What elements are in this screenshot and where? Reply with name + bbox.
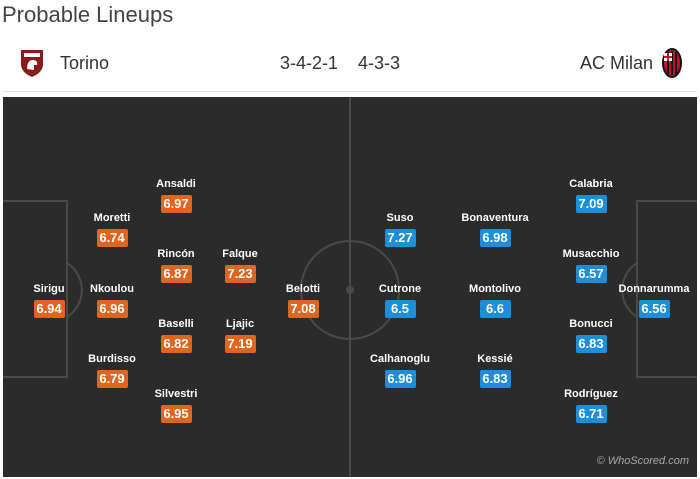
player-rating: 6.96: [96, 300, 128, 318]
home-player[interactable]: Nkoulou 6.96: [72, 283, 152, 318]
player-name: Cutrone: [378, 283, 422, 295]
player-name: Falque: [222, 248, 258, 260]
away-player[interactable]: Kessié 6.83: [455, 353, 535, 388]
player-name: Belotti: [285, 283, 321, 295]
player-rating: 7.23: [224, 265, 256, 283]
home-player[interactable]: Rincón 6.87: [136, 248, 216, 283]
player-name: Bonaventura: [461, 212, 529, 224]
player-rating: 7.08: [287, 300, 319, 318]
away-player[interactable]: Rodríguez 6.71: [551, 388, 631, 423]
player-rating: 6.95: [160, 405, 192, 423]
player-rating: 6.98: [479, 229, 511, 247]
player-name: Calhanoglu: [370, 353, 430, 365]
away-player[interactable]: Suso 7.27: [360, 212, 440, 247]
home-player[interactable]: Ljajic 7.19: [200, 318, 280, 353]
player-name: Bonucci: [569, 318, 613, 330]
player-name: Montolivo: [469, 283, 521, 295]
home-team-name[interactable]: Torino: [60, 53, 110, 73]
player-rating: 6.79: [96, 370, 128, 388]
player-rating: 6.83: [575, 335, 607, 353]
player-name: Donnarumma: [618, 283, 690, 295]
player-rating: 7.09: [575, 195, 607, 213]
player-name: Nkoulou: [90, 283, 134, 295]
player-name: Suso: [386, 212, 414, 224]
player-rating: 6.97: [160, 195, 192, 213]
player-rating: 6.83: [479, 370, 511, 388]
home-player[interactable]: Moretti 6.74: [72, 212, 152, 247]
player-rating: 7.19: [224, 335, 256, 353]
player-rating: 6.5: [384, 300, 416, 318]
player-name: Ansaldi: [156, 178, 196, 190]
player-rating: 6.94: [33, 300, 65, 318]
player-rating: 6.96: [384, 370, 416, 388]
player-name: Rincón: [157, 248, 195, 260]
home-player[interactable]: Silvestri 6.95: [136, 388, 216, 423]
ac-milan-crest-icon: [662, 48, 682, 78]
player-name: Moretti: [93, 212, 131, 224]
player-name: Musacchio: [562, 248, 620, 260]
home-player[interactable]: Sirigu 6.94: [9, 283, 89, 318]
player-rating: 6.82: [160, 335, 192, 353]
away-team-name[interactable]: AC Milan: [579, 53, 653, 73]
page-title: Probable Lineups: [2, 2, 174, 27]
away-player[interactable]: Donnarumma 6.56: [614, 283, 694, 318]
home-player[interactable]: Falque 7.23: [200, 248, 280, 283]
away-player[interactable]: Calabria 7.09: [551, 178, 631, 213]
player-name: Calabria: [569, 178, 613, 190]
pitch-lines: [3, 97, 697, 477]
player-rating: 6.57: [575, 265, 607, 283]
away-player[interactable]: Cutrone 6.5: [360, 283, 440, 318]
player-name: Kessié: [477, 353, 513, 365]
away-player[interactable]: Bonaventura 6.98: [455, 212, 535, 247]
home-player[interactable]: Burdisso 6.79: [72, 353, 152, 388]
player-name: Silvestri: [154, 388, 198, 400]
player-name: Baselli: [158, 318, 194, 330]
away-player[interactable]: Calhanoglu 6.96: [360, 353, 440, 388]
torino-crest-icon: [21, 50, 43, 77]
home-formation: 3-4-2-1: [280, 53, 339, 73]
player-rating: 6.71: [575, 405, 607, 423]
player-name: Sirigu: [33, 283, 65, 295]
player-rating: 6.74: [96, 229, 128, 247]
home-player[interactable]: Belotti 7.08: [263, 283, 343, 318]
player-name: Rodríguez: [564, 388, 618, 400]
player-rating: 7.27: [384, 229, 416, 247]
away-player[interactable]: Montolivo 6.6: [455, 283, 535, 318]
player-rating: 6.87: [160, 265, 192, 283]
player-rating: 6.56: [638, 300, 670, 318]
player-rating: 6.6: [479, 300, 511, 318]
teams-header: Torino 3-4-2-1 4-3-3 AC Milan: [3, 36, 697, 92]
player-name: Burdisso: [88, 353, 136, 365]
pitch: Sirigu 6.94 Moretti 6.74 Nkoulou 6.96 Bu…: [3, 97, 697, 477]
away-formation: 4-3-3: [358, 53, 401, 73]
away-player[interactable]: Bonucci 6.83: [551, 318, 631, 353]
player-name: Ljajic: [225, 318, 255, 330]
away-player[interactable]: Musacchio 6.57: [551, 248, 631, 283]
home-player[interactable]: Baselli 6.82: [136, 318, 216, 353]
home-player[interactable]: Ansaldi 6.97: [136, 178, 216, 213]
whoscored-watermark: © WhoScored.com: [596, 455, 689, 467]
